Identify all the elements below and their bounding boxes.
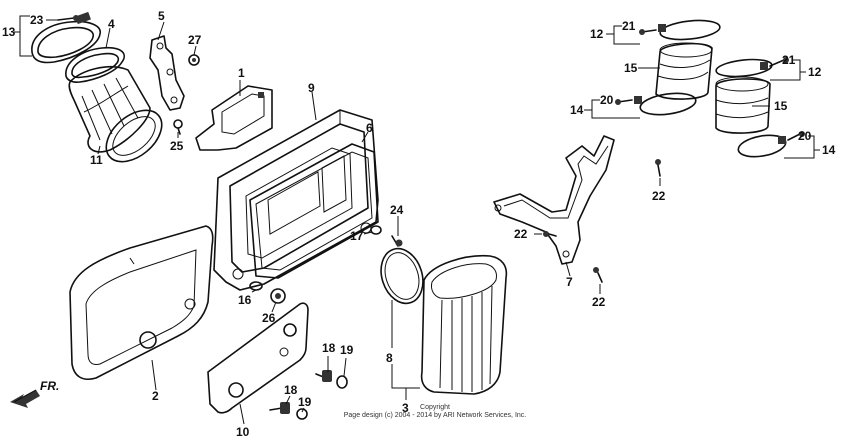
air-filter-element-3[interactable] [420, 254, 508, 395]
collar-19-upper[interactable] [336, 375, 348, 389]
callout-18-upper: 18 [322, 341, 336, 355]
callout-5: 5 [158, 9, 165, 23]
callout-24: 24 [390, 203, 404, 217]
clamp-14-upper[interactable] [634, 90, 697, 118]
collar-19-lower[interactable] [296, 408, 308, 420]
callout-21-right: 21 [782, 53, 796, 67]
screw-21-right[interactable] [769, 57, 789, 67]
callout-14-right: 14 [822, 143, 836, 157]
callout-20-right: 20 [798, 129, 812, 143]
front-direction-label: FR. [40, 379, 59, 393]
callout-4: 4 [108, 17, 115, 31]
callout-19-upper: 19 [340, 343, 354, 357]
callout-23: 23 [30, 13, 44, 27]
intake-tube-11[interactable] [68, 66, 171, 172]
callout-6: 6 [366, 121, 373, 135]
bolt-22-b[interactable] [543, 231, 557, 237]
bolt-25[interactable] [173, 119, 183, 135]
callout-17: 17 [350, 229, 364, 243]
screw-18-lower[interactable] [269, 402, 290, 414]
callout-9: 9 [308, 81, 315, 95]
joint-15-right[interactable] [715, 76, 771, 134]
callout-10: 10 [236, 425, 250, 439]
callout-8: 8 [386, 351, 393, 365]
bracket-5[interactable] [149, 35, 185, 111]
hose-clamp-13[interactable] [31, 11, 101, 64]
callout-1: 1 [238, 66, 245, 80]
copyright-line-1: Copyright [420, 404, 450, 411]
copyright-line-2: Page design (c) 2004 - 2014 by ARI Netwo… [343, 412, 527, 419]
plate-10[interactable] [207, 302, 309, 414]
copyright-notice: Copyright Page design (c) 2004 - 2014 by… [330, 404, 540, 420]
callout-18-lower: 18 [284, 383, 298, 397]
screw-24[interactable] [391, 235, 403, 247]
callout-25: 25 [170, 139, 184, 153]
callout-21-upper: 21 [622, 19, 636, 33]
screw-21-upper[interactable] [639, 29, 657, 35]
callout-26: 26 [262, 311, 276, 325]
clamp-14-right[interactable] [737, 132, 788, 160]
callout-15-right: 15 [774, 99, 788, 113]
callout-14-upper: 14 [570, 103, 584, 117]
callout-11: 11 [90, 153, 103, 167]
screw-20-upper[interactable] [615, 99, 633, 105]
bolt-26[interactable] [270, 288, 286, 304]
screw-23[interactable] [57, 15, 79, 21]
stay-7[interactable] [493, 135, 615, 265]
cover-2[interactable] [69, 225, 214, 380]
callout-27: 27 [188, 33, 202, 47]
joint-15-upper[interactable] [655, 42, 713, 100]
callout-13: 13 [2, 25, 16, 39]
callout-20-upper: 20 [600, 93, 614, 107]
clamp-12-upper[interactable] [658, 18, 721, 42]
holder-1[interactable] [195, 85, 273, 151]
screw-20-right[interactable] [787, 131, 805, 141]
bolt-22-c[interactable] [593, 267, 603, 283]
front-direction-arrow-icon [10, 389, 40, 408]
leader-lines [14, 15, 820, 425]
callout-15-upper: 15 [624, 61, 638, 75]
bolt-22-a[interactable] [655, 159, 661, 177]
screw-18-upper[interactable] [315, 370, 332, 382]
callout-12-right: 12 [808, 65, 822, 79]
callout-22-a: 22 [652, 189, 666, 203]
callout-3: 3 [402, 401, 409, 415]
clamp-12-right[interactable] [715, 57, 773, 79]
collar-17[interactable] [370, 225, 382, 235]
callout-16: 16 [238, 293, 252, 307]
o-ring-8[interactable] [374, 243, 429, 309]
gasket-6[interactable] [249, 143, 379, 279]
callout-2: 2 [152, 389, 159, 403]
air-cleaner-case-9[interactable] [213, 109, 379, 291]
band-4[interactable] [65, 46, 126, 83]
bolt-27[interactable] [188, 54, 200, 66]
callout-22-c: 22 [592, 295, 606, 309]
callout-22-b: 22 [514, 227, 528, 241]
callout-19-lower: 19 [298, 395, 312, 409]
callout-7: 7 [566, 275, 573, 289]
callout-12-upper: 12 [590, 27, 604, 41]
